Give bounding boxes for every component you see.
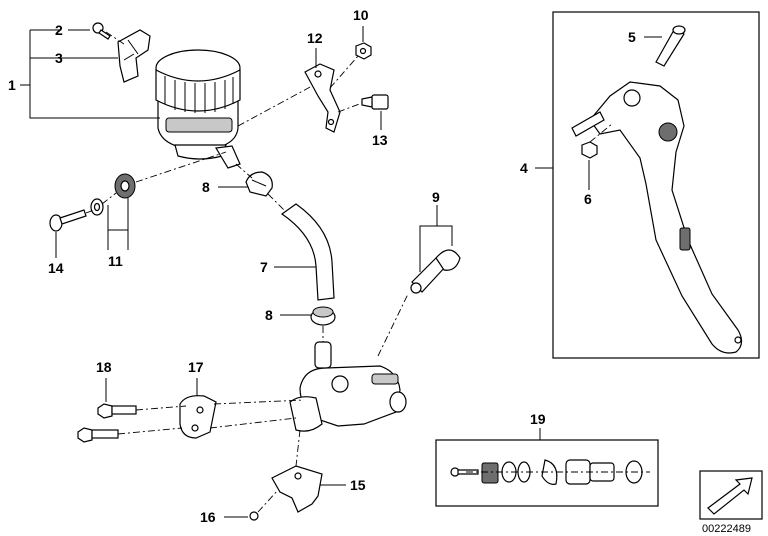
callout-5: 5	[628, 29, 636, 45]
lever-pivot-bolt	[655, 25, 686, 67]
callout-7: 7	[260, 259, 268, 275]
callout-13: 13	[372, 132, 388, 148]
callout-4: 4	[520, 160, 528, 176]
callout-12: 12	[307, 30, 323, 46]
banjo-fitting	[410, 249, 461, 294]
master-cylinder	[289, 341, 407, 432]
clamp-screw	[92, 22, 111, 40]
arrow-icon	[707, 477, 753, 515]
callout-11: 11	[108, 253, 123, 269]
callout-19: 19	[530, 411, 546, 427]
lever-group-frame	[552, 11, 760, 359]
document-badge: 00222489	[699, 470, 763, 535]
callout-9: 9	[432, 189, 440, 205]
bracket-nut	[355, 42, 372, 60]
hose-clip-upper	[245, 171, 273, 197]
brake-fluid-reservoir	[155, 49, 241, 169]
hose-clip-lower	[310, 306, 336, 326]
callout-15: 15	[350, 477, 366, 493]
washer	[90, 198, 104, 216]
switch-bracket	[271, 465, 323, 513]
reservoir-clamp	[117, 29, 151, 83]
callout-labels: 1 2 3 4 5 6 7 8 8 9 10 11 12 13 14 15 16…	[8, 7, 636, 525]
brake-lever	[571, 81, 743, 354]
callout-3: 3	[55, 50, 63, 66]
lever-nut	[581, 141, 598, 159]
clamp-screw-upper	[97, 403, 137, 419]
assembly-lines	[85, 31, 650, 513]
clamp-screw-lower	[77, 427, 119, 443]
callout-6: 6	[584, 191, 592, 207]
mounting-screw	[49, 209, 87, 232]
callout-17: 17	[188, 359, 204, 375]
callout-8-lower: 8	[265, 307, 273, 323]
callout-16: 16	[200, 509, 216, 525]
callout-18: 18	[96, 359, 112, 375]
document-number: 00222489	[702, 523, 751, 535]
bracket-mount-screw	[249, 511, 259, 521]
rubber-grommet	[114, 173, 136, 199]
leader-lines	[20, 26, 662, 518]
repair-kit-frame	[435, 439, 659, 507]
handlebar-clamp	[179, 395, 217, 439]
brake-fluid-hose	[280, 203, 335, 301]
bracket-screw	[361, 94, 389, 110]
callout-14: 14	[48, 260, 64, 276]
callout-10: 10	[353, 7, 369, 23]
callout-2: 2	[55, 22, 63, 38]
callout-1: 1	[8, 77, 16, 93]
reservoir-bracket	[304, 63, 341, 133]
callout-8-upper: 8	[202, 179, 210, 195]
